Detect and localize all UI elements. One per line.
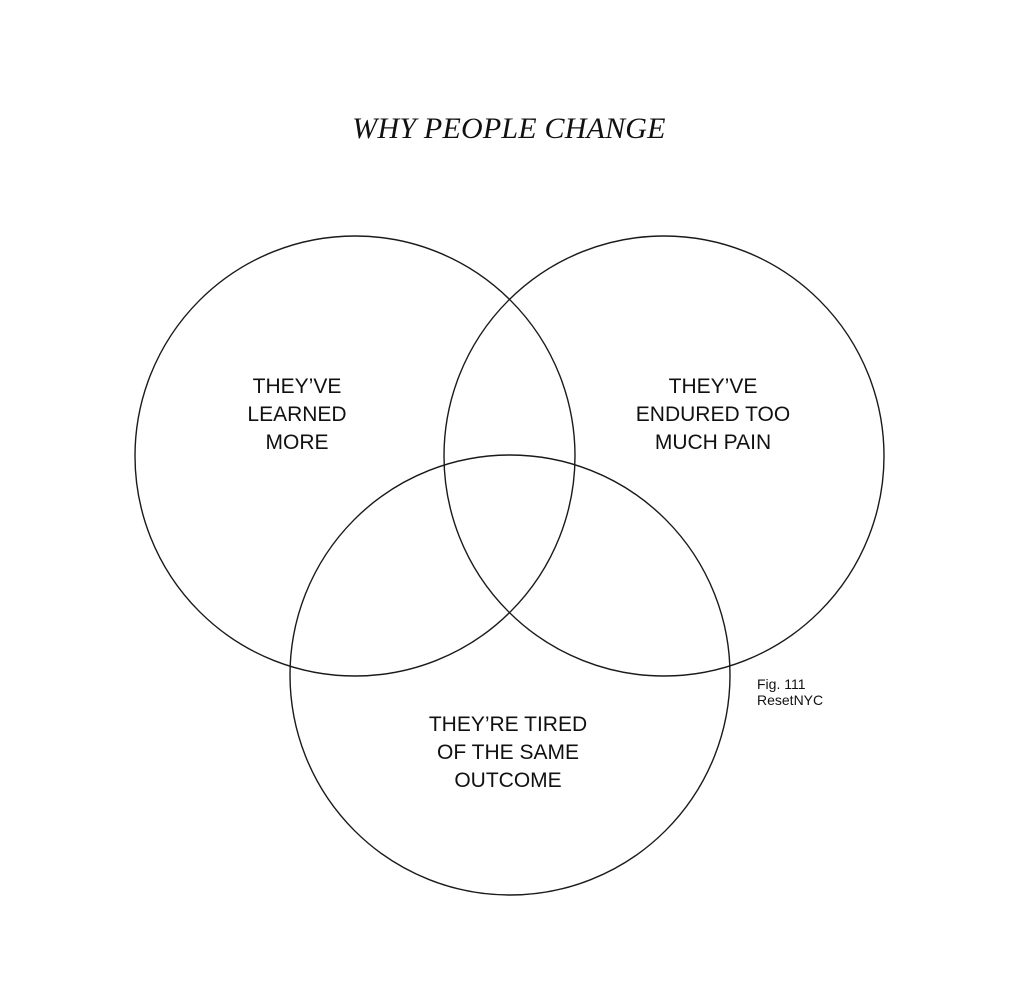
figure-number: Fig. 111 xyxy=(757,676,806,692)
diagram-title: WHY PEOPLE CHANGE xyxy=(352,112,666,145)
circle-bottom xyxy=(289,454,731,896)
set-label-left: THEY’VE LEARNED MORE xyxy=(247,375,347,454)
set-label-bottom: THEY’RE TIRED OF THE SAME OUTCOME xyxy=(428,713,588,792)
figure-note: Fig. 111 ResetNYC xyxy=(757,676,823,708)
figure-source: ResetNYC xyxy=(757,692,824,708)
circle-right xyxy=(443,235,885,677)
set-label-right: THEY’VE ENDURED TOO MUCH PAIN xyxy=(635,375,791,454)
circle-left xyxy=(134,235,576,677)
